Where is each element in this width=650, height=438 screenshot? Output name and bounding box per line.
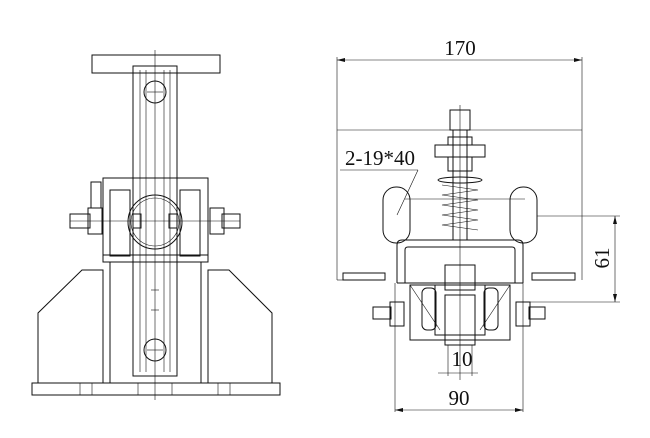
horizontal-bolts xyxy=(69,181,241,235)
adjust-bolt xyxy=(434,105,486,380)
u-bracket xyxy=(396,239,524,291)
bottom-bolt-hole-icon xyxy=(143,338,167,362)
dim-61: 61 xyxy=(590,248,614,269)
right-flange xyxy=(531,272,576,281)
bracket xyxy=(102,177,209,263)
side-view xyxy=(31,50,281,400)
roller-circle xyxy=(127,194,183,250)
slot-spec-label: 2-19*40 xyxy=(345,146,415,170)
base-plate xyxy=(31,382,281,396)
guide-shoe xyxy=(409,284,511,346)
right-slot xyxy=(509,186,538,244)
top-bolt-hole-icon xyxy=(143,80,167,104)
dim-90: 90 xyxy=(449,386,470,410)
left-flange xyxy=(342,272,386,281)
top-plate xyxy=(91,54,221,74)
left-slot xyxy=(382,186,411,244)
dim-10: 10 xyxy=(452,347,473,371)
base-housing xyxy=(37,262,273,383)
side-bolts xyxy=(372,301,546,327)
dim-170: 170 xyxy=(444,36,476,60)
front-view: 170 2-19*40 xyxy=(336,36,620,412)
